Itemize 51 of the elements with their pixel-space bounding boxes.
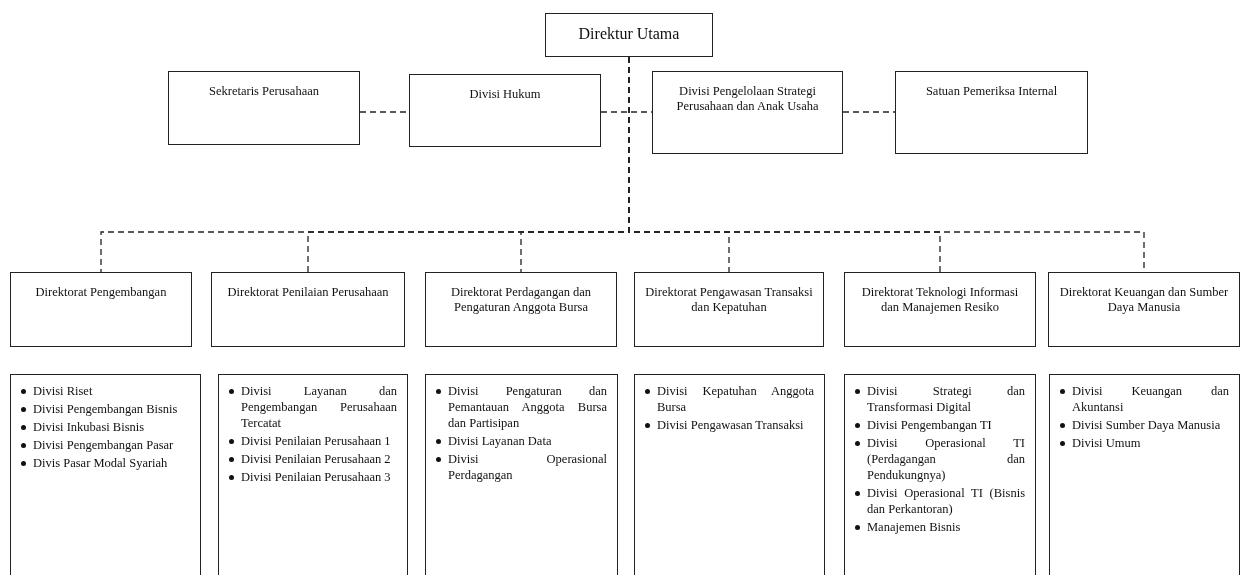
box-title: Satuan Pemeriksa Internal	[924, 84, 1059, 99]
list-item: Manajemen Bisnis	[867, 519, 962, 535]
list-item: Divisi Inkubasi Bisnis	[33, 419, 146, 435]
org-box	[634, 272, 824, 347]
box-title: Direktur Utama	[577, 26, 681, 41]
box-title: Sekretaris Perusahaan	[208, 84, 320, 99]
division-list-box	[634, 374, 825, 575]
list-item: Divisi Keuangan dan Akuntansi	[1072, 383, 1229, 415]
list-item: Divisi Operasional TI (Perdagangan dan Pendukungnya)	[867, 435, 1025, 483]
org-box	[211, 272, 405, 347]
box-title: Direktorat Penilaian Perusahaan	[226, 285, 390, 300]
list-item: Divisi Pengembangan Bisnis	[33, 401, 179, 417]
org-box	[545, 13, 713, 57]
box-title: Divisi Hukum	[468, 87, 542, 102]
list-item: Divisi Pengembangan TI	[867, 417, 993, 433]
org-box	[652, 71, 843, 154]
list-item: Divisi Penilaian Perusahaan 3	[241, 469, 392, 485]
org-box	[425, 272, 617, 347]
org-box	[10, 272, 192, 347]
box-title: Direktorat Perdagangan dan Pengaturan Anggota Bursa	[449, 285, 593, 315]
list-item: Divisi Umum	[1072, 435, 1142, 451]
division-list-box	[218, 374, 408, 575]
list-item: Divisi Layanan dan Pengembangan Perusahaan Tercatat	[241, 383, 397, 431]
division-list-box	[1049, 374, 1240, 575]
connector-line	[842, 111, 896, 113]
list-item: Divis Pasar Modal Syariah	[33, 455, 169, 471]
list-item: Divisi Layanan Data	[448, 433, 553, 449]
list-item: Divisi Pengawasan Transaksi	[657, 417, 805, 433]
org-box	[168, 71, 360, 145]
division-list-box	[425, 374, 618, 575]
list-item: Divisi Operasional Perdagangan	[448, 451, 607, 483]
org-box	[409, 74, 601, 147]
list-item: Divisi Riset	[33, 383, 94, 399]
org-box	[844, 272, 1036, 347]
list-item: Divisi Pengembangan Pasar	[33, 437, 175, 453]
list-item: Divisi Sumber Daya Manusia	[1072, 417, 1222, 433]
list-item: Divisi Penilaian Perusahaan 2	[241, 451, 392, 467]
org-box	[895, 71, 1088, 154]
box-title: Divisi Pengelolaan Strategi Perusahaan dan Anak Usaha	[675, 84, 820, 114]
list-item: Divisi Penilaian Perusahaan 1	[241, 433, 392, 449]
division-list-box	[10, 374, 201, 575]
list-item: Divisi Operasional TI (Bisnis dan Perkantoran)	[867, 485, 1025, 517]
box-title: Direktorat Pengembangan	[34, 285, 168, 300]
org-box	[1048, 272, 1240, 347]
list-item: Divisi Pengaturan dan Pemantauan Anggota Bursa dan Partisipan	[448, 383, 607, 431]
box-title: Direktorat Keuangan dan Sumber Daya Manusia	[1059, 285, 1229, 315]
list-item: Divisi Kepatuhan Anggota Bursa	[657, 383, 814, 415]
box-title: Direktorat Pengawasan Transaksi dan Kepatuhan	[645, 285, 813, 315]
list-item: Divisi Strategi dan Transformasi Digital	[867, 383, 1025, 415]
box-title: Direktorat Teknologi Informasi dan Manajemen Resiko	[860, 285, 1020, 315]
division-list-box	[844, 374, 1036, 575]
